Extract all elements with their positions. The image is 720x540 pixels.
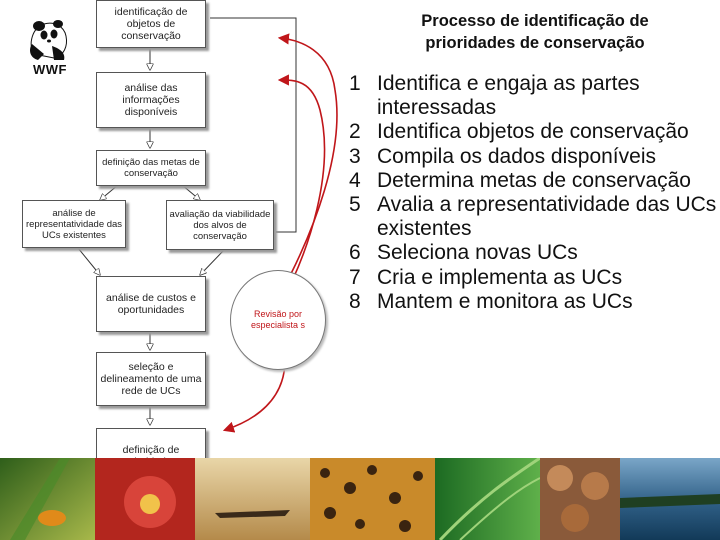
step-number: 2 — [349, 120, 377, 144]
photo-river-canoe — [195, 458, 310, 540]
flow-arrow-5-6 — [200, 250, 224, 275]
flow-arrow-4-6 — [78, 248, 100, 275]
flow-arrow-3-4 — [100, 185, 118, 200]
slide-title: Processo de identificação de prioridades… — [380, 10, 690, 54]
step-number: 5 — [349, 193, 377, 241]
step-number: 8 — [349, 290, 377, 314]
step-text: Seleciona novas UCs — [377, 241, 719, 265]
flow-box-selecao: seleção e delineamento de uma rede de UC… — [96, 352, 206, 406]
flow-box-custos: análise de custos e oportunidades — [96, 276, 206, 332]
frog-icon — [38, 510, 66, 526]
photo-strip — [0, 458, 720, 540]
flow-box-metas: definição das metas de conservação — [96, 150, 206, 186]
review-ellipse: Revisão por especialista s — [230, 270, 326, 370]
flow-box-analise-informacoes: análise das informações disponíveis — [96, 72, 206, 128]
step-number: 7 — [349, 266, 377, 290]
step-text: Mantem e monitora as UCs — [377, 290, 719, 314]
step-number: 6 — [349, 241, 377, 265]
step-text: Identifica e engaja as partes interessad… — [377, 72, 719, 120]
flow-box-viabilidade: avaliação da viabilidade dos alvos de co… — [166, 200, 274, 250]
flow-box-representatividade: análise de representatividade das UCs ex… — [22, 200, 126, 248]
step-text: Identifica objetos de conservação — [377, 120, 719, 144]
step-number: 1 — [349, 72, 377, 120]
flow-box-identificacao: identificação de objetos de conservação — [96, 0, 206, 48]
step-text: Compila os dados disponíveis — [377, 145, 719, 169]
feedback-arrow-lower — [225, 360, 285, 430]
feedback-arrow-top — [280, 38, 337, 295]
step-text: Determina metas de conservação — [377, 169, 719, 193]
step-number: 4 — [349, 169, 377, 193]
step-number: 3 — [349, 145, 377, 169]
flow-arrow-3-5 — [182, 185, 200, 200]
step-text: Cria e implementa as UCs — [377, 266, 719, 290]
step-text: Avalia a representatividade das UCs exis… — [377, 193, 719, 241]
